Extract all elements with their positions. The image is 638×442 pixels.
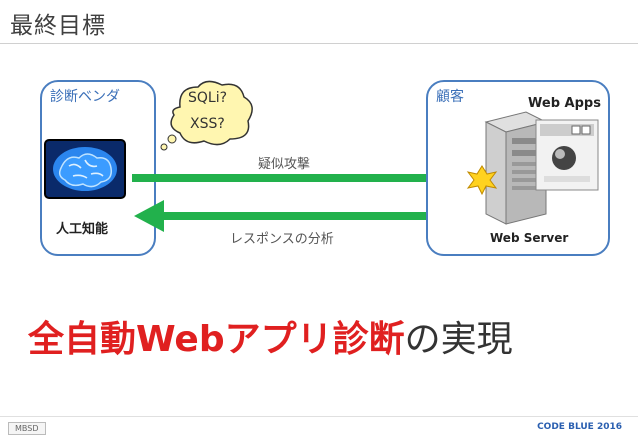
web-apps-label: Web Apps [528,96,601,111]
headline: 全自動Webアプリ診断の実現 [28,310,513,362]
customer-label: 顧客 [436,89,464,105]
starburst-icon [466,165,498,196]
vendor-label: 診断ベンダ [50,89,120,105]
attack-label: 疑似攻撃 [258,157,311,172]
headline-emphasis: 全自動Webアプリ診断 [28,319,405,360]
bubble-line-xss: XSS? [190,116,225,132]
thought-bubble-icon [160,80,253,151]
footer-badge: MBSD [8,422,46,435]
ai-label: 人工知能 [56,222,109,237]
web-server-label: Web Server [490,231,569,245]
footer-brand: CODE BLUE 2016 [537,422,622,432]
brain-icon [44,139,126,199]
headline-suffix: の実現 [404,319,513,360]
return-arrow-head [134,200,164,232]
title-divider [0,43,638,44]
footer-divider [0,416,638,417]
response-label: レスポンスの分析 [230,232,334,247]
slide-title: 最終目標 [10,13,106,39]
bubble-line-sqli: SQLi? [188,90,228,106]
app-window-icon [535,119,599,191]
